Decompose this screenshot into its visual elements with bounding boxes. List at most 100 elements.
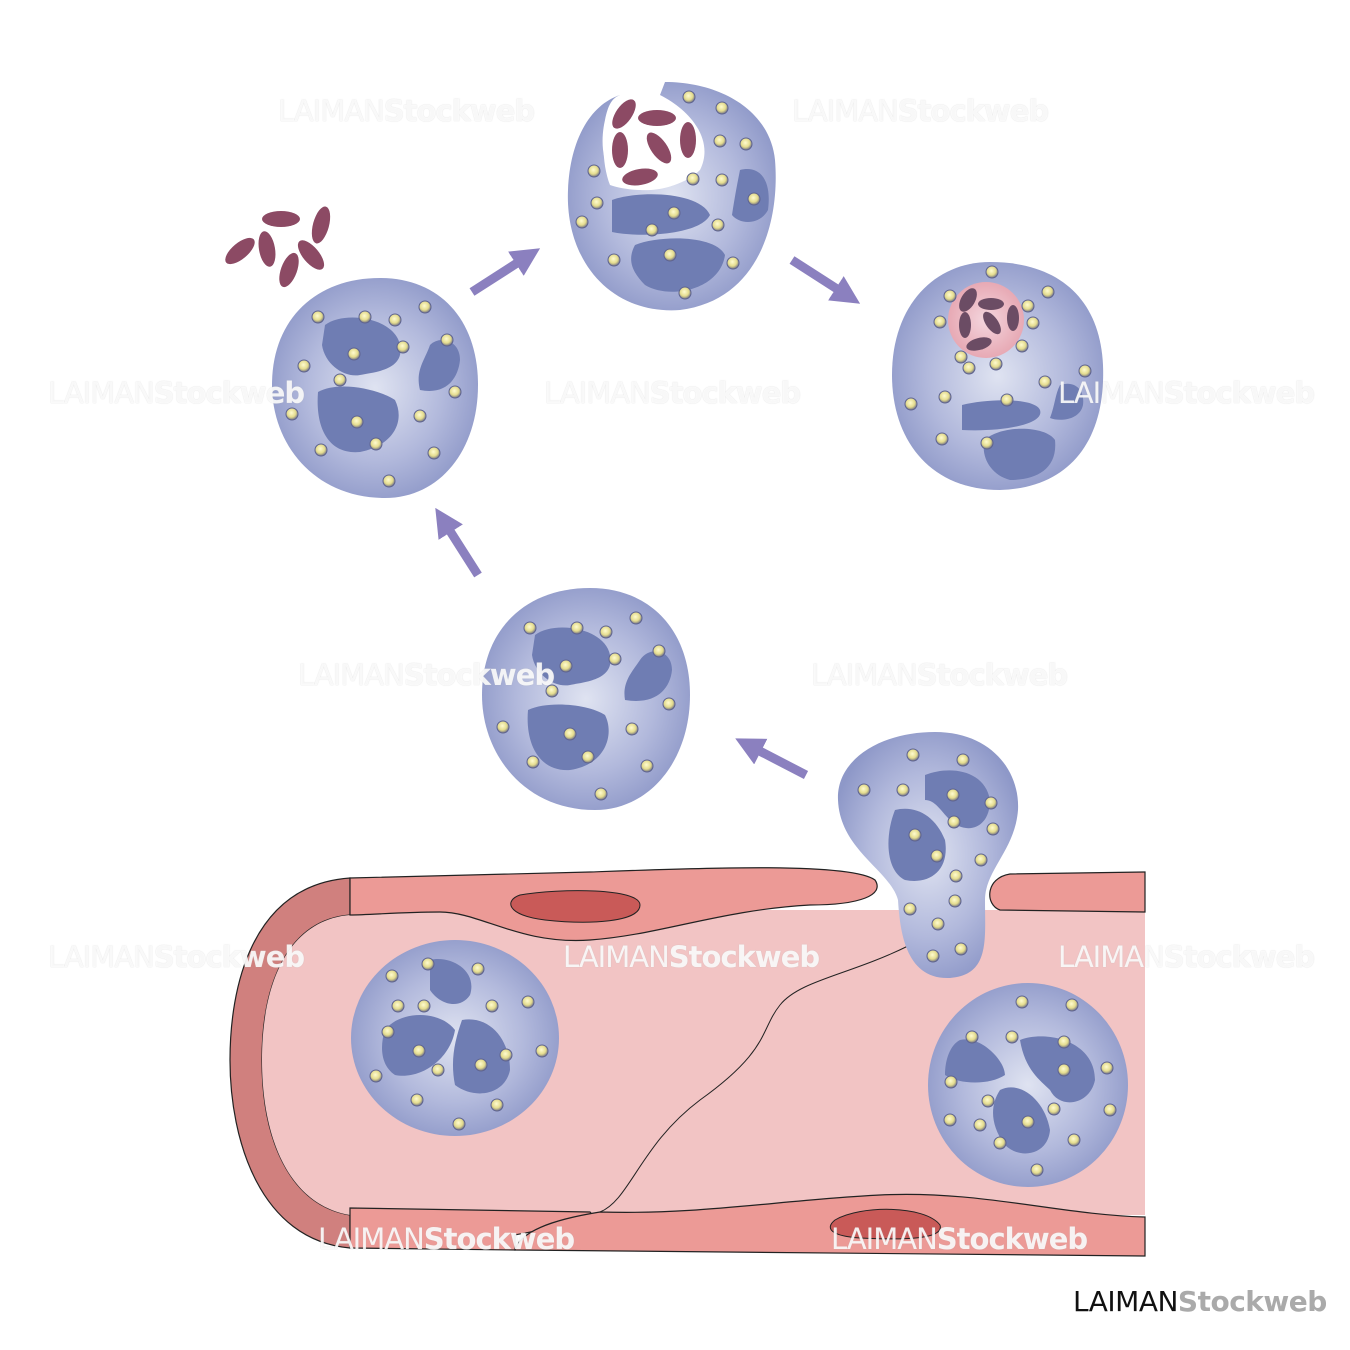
granule bbox=[347, 347, 361, 361]
granule bbox=[739, 137, 753, 151]
nucleus bbox=[612, 169, 769, 292]
granule bbox=[1100, 1061, 1114, 1075]
granule bbox=[382, 474, 396, 488]
arrow-icon bbox=[469, 248, 541, 296]
bacterium bbox=[959, 312, 971, 338]
granule bbox=[1103, 1103, 1117, 1117]
granule bbox=[599, 625, 613, 639]
granule bbox=[440, 333, 454, 347]
bacterium bbox=[983, 311, 1001, 335]
granule bbox=[369, 437, 383, 451]
granule bbox=[949, 869, 963, 883]
bacterium bbox=[311, 206, 331, 244]
granule bbox=[607, 253, 621, 267]
endothelial-nucleus bbox=[510, 890, 641, 923]
bacterium bbox=[638, 110, 676, 126]
granule bbox=[448, 385, 462, 399]
granule bbox=[682, 90, 696, 104]
granule bbox=[1041, 285, 1055, 299]
granule bbox=[391, 999, 405, 1013]
granule bbox=[625, 722, 639, 736]
vessel-wall-bottom-right bbox=[514, 1193, 1146, 1257]
granule bbox=[471, 962, 485, 976]
granule bbox=[986, 822, 1000, 836]
granule bbox=[587, 164, 601, 178]
granule bbox=[678, 286, 692, 300]
granule bbox=[412, 1044, 426, 1058]
granule bbox=[1000, 393, 1014, 407]
watermark: LAIMANStockweb bbox=[318, 1222, 575, 1256]
granule bbox=[1015, 339, 1029, 353]
granule bbox=[965, 1030, 979, 1044]
granule bbox=[523, 621, 537, 635]
bacterium bbox=[612, 99, 636, 129]
process-arrows bbox=[435, 248, 861, 779]
granule bbox=[989, 357, 1003, 371]
granule bbox=[896, 783, 910, 797]
granule bbox=[726, 256, 740, 270]
granule bbox=[358, 310, 372, 324]
bacterium bbox=[978, 298, 1004, 310]
granule bbox=[485, 999, 499, 1013]
watermark: LAIMANStockweb bbox=[278, 94, 535, 128]
granule bbox=[421, 957, 435, 971]
granule bbox=[938, 390, 952, 404]
granule bbox=[935, 432, 949, 446]
granule bbox=[396, 340, 410, 354]
granule bbox=[535, 1044, 549, 1058]
granule bbox=[946, 788, 960, 802]
granule bbox=[297, 359, 311, 373]
granule bbox=[369, 1069, 383, 1083]
granule bbox=[948, 894, 962, 908]
granule bbox=[652, 644, 666, 658]
granule bbox=[947, 815, 961, 829]
granule bbox=[431, 1063, 445, 1077]
granule bbox=[311, 310, 325, 324]
bacterium bbox=[258, 231, 276, 267]
nucleus bbox=[888, 770, 990, 881]
watermark: LAIMANStockweb bbox=[1058, 376, 1315, 410]
granule bbox=[526, 755, 540, 769]
granule bbox=[931, 917, 945, 931]
granule bbox=[1030, 1163, 1044, 1177]
granule bbox=[943, 1113, 957, 1127]
granule bbox=[452, 1117, 466, 1131]
granule bbox=[903, 902, 917, 916]
granule bbox=[662, 697, 676, 711]
bacterium bbox=[622, 168, 658, 186]
granule bbox=[904, 397, 918, 411]
granule bbox=[985, 265, 999, 279]
granule bbox=[663, 248, 677, 262]
granule bbox=[667, 206, 681, 220]
arrow-icon bbox=[789, 256, 861, 304]
bacterium bbox=[225, 237, 255, 265]
granule bbox=[954, 942, 968, 956]
granule bbox=[973, 1118, 987, 1132]
bacterium bbox=[680, 122, 696, 158]
bacteria-cluster bbox=[225, 206, 331, 288]
granule bbox=[1015, 995, 1029, 1009]
neutrophil-engulfing bbox=[567, 82, 776, 311]
arrow-icon bbox=[435, 507, 482, 578]
granule bbox=[993, 1136, 1007, 1150]
granule bbox=[563, 727, 577, 741]
granule bbox=[1021, 1115, 1035, 1129]
endothelial-nucleus bbox=[829, 1208, 941, 1240]
granule bbox=[608, 652, 622, 666]
granule bbox=[413, 409, 427, 423]
brand-logo: LAIMANStockweb bbox=[1073, 1285, 1327, 1318]
bacterium bbox=[279, 252, 299, 288]
granule bbox=[581, 750, 595, 764]
granule bbox=[1078, 364, 1092, 378]
watermark: LAIMANStockweb bbox=[811, 658, 1068, 692]
granule bbox=[981, 1094, 995, 1108]
granule bbox=[944, 1075, 958, 1089]
granule bbox=[521, 995, 535, 1009]
watermark: LAIMANStockweb bbox=[563, 940, 820, 974]
granule bbox=[499, 1048, 513, 1062]
granule bbox=[285, 407, 299, 421]
nucleus bbox=[962, 383, 1084, 480]
granule bbox=[575, 215, 589, 229]
